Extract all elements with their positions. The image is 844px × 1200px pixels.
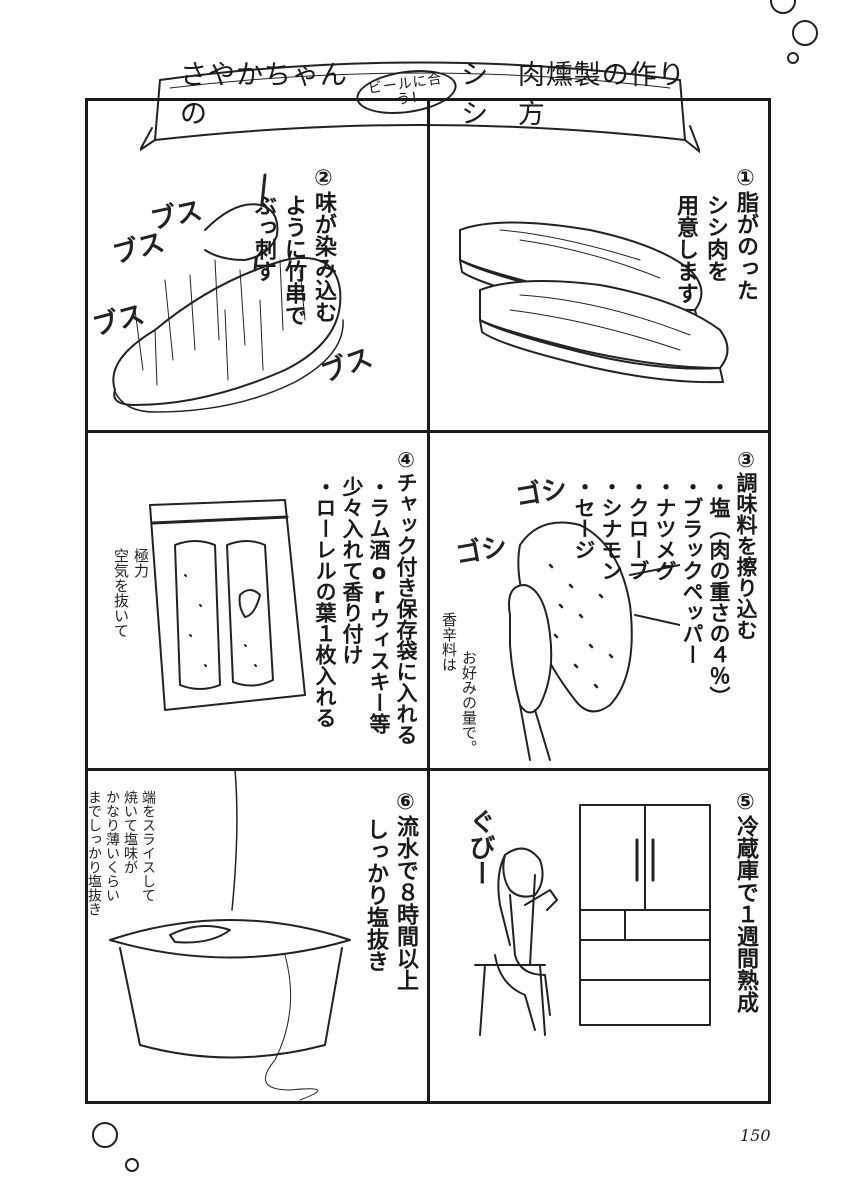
title-part3: 肉燻製の作り方 — [517, 60, 686, 130]
step2-line: 味が染み込む — [311, 191, 336, 323]
step6-line: しっかり塩抜き — [363, 818, 388, 972]
girl-drinking-illustration — [474, 847, 558, 1036]
title-part1: さやかちゃんの — [180, 60, 348, 130]
rubbing-spices-illustration — [508, 521, 680, 761]
meat-slab-illustration — [459, 221, 729, 384]
step3-number: ③ — [734, 448, 758, 472]
step6-number: ⑥ — [393, 790, 418, 815]
step2-line: ぶっ刺す — [251, 194, 276, 282]
spice-note-line: お好みの量で。 — [460, 650, 478, 755]
salt-note: 端をスライスして — [139, 790, 156, 980]
spice-note-cont: お好みの量で。 — [460, 650, 478, 770]
title-banner — [140, 61, 700, 153]
step4-number: ④ — [394, 448, 418, 472]
grid-divider — [427, 98, 430, 1104]
step4-line: ・ラム酒orウィスキー等 — [367, 476, 391, 734]
air-note-cont: 極力 — [132, 548, 150, 608]
spice-note: 香辛料は — [440, 612, 458, 772]
step1-line: 用意します — [673, 194, 698, 304]
spice-note-line: 香辛料は — [440, 612, 458, 672]
sfx-gubi: ぐびー — [465, 808, 495, 886]
bowl-running-water-illustration — [109, 770, 351, 1101]
step4-line: チャック付き保存袋に入れる — [394, 472, 418, 745]
step5-line: 冷蔵庫で１週間熟成 — [733, 815, 758, 1013]
step1-number: ① — [733, 166, 758, 191]
step3-line: ・セージ — [572, 476, 596, 560]
salt-note: までしっかり塩抜き — [85, 790, 102, 980]
salt-note-line: かなり薄いくらい — [104, 790, 120, 902]
page-title: さやかちゃんの ビールに合う! シシ 肉燻製の作り方 — [180, 60, 690, 130]
salt-note-line: 焼いて塩味が — [122, 790, 138, 874]
step6-line: 流水で８時間以上 — [393, 815, 418, 991]
grid-divider — [85, 430, 771, 433]
step3-line: 調味料を擦り込む — [734, 472, 758, 640]
step3-line: ・ブラックペッパー — [680, 476, 704, 665]
step2-number: ② — [311, 166, 336, 191]
step1-line: 脂がのった — [733, 191, 758, 301]
step1-line: シシ肉を — [703, 194, 728, 282]
bubble-decoration — [125, 1158, 139, 1172]
skewering-illustration — [112, 173, 344, 413]
air-note-line: 極力 — [132, 548, 150, 578]
step2-line: ように竹串で — [281, 194, 306, 326]
salt-note-line: 端をスライスして — [140, 790, 156, 902]
title-part2: シシ — [461, 60, 492, 130]
refrigerator-illustration — [579, 804, 711, 1026]
salt-note: かなり薄いくらい — [103, 790, 120, 980]
air-note-line: 空気を抜いて — [112, 548, 130, 638]
step5-number: ⑤ — [733, 790, 758, 815]
step3-line: ・塩（肉の重さの４％） — [707, 476, 731, 707]
bubble-decoration — [92, 1122, 118, 1148]
step3-line: ・シナモン — [599, 476, 623, 581]
salt-note: 焼いて塩味が — [121, 790, 138, 980]
salt-note-line: までしっかり塩抜き — [86, 790, 102, 916]
page-number: 150 — [740, 1126, 771, 1145]
bubble-decoration — [787, 52, 799, 64]
grid-divider — [85, 768, 771, 771]
zip-bag-illustration — [149, 499, 306, 711]
step4-line: ・ローレルの葉１枚入れる — [313, 476, 337, 728]
bubble-decoration — [770, 0, 796, 14]
step3-line: ・クローブ — [626, 476, 650, 581]
bubble-decoration — [792, 20, 818, 46]
step3-line: ・ナツメグ — [653, 476, 677, 581]
air-note: 空気を抜いて — [112, 548, 130, 728]
step4-line: 少々入れて香り付け — [340, 476, 364, 665]
